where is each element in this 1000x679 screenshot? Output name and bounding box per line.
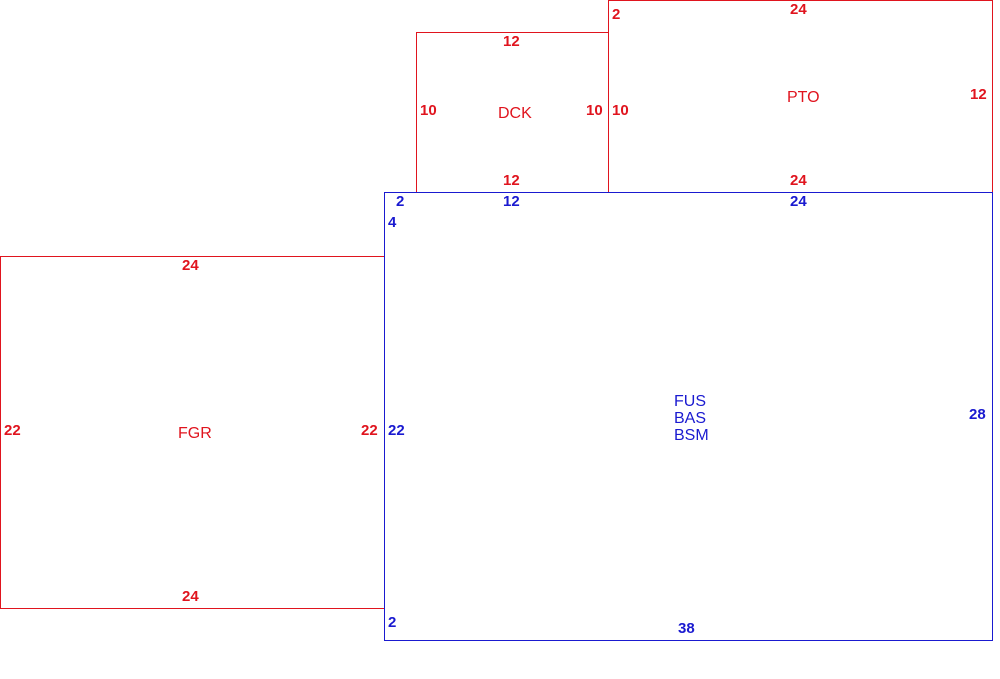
pto-right-dimension: 12 (970, 86, 987, 103)
main-left-middle-dimension: 22 (388, 422, 405, 439)
dck-bottom-dimension: 12 (503, 172, 520, 189)
pto-bottom-dimension: 24 (790, 172, 807, 189)
dck-right-dimension: 10 (586, 102, 603, 119)
main-top-segment-2-dimension: 24 (790, 193, 807, 210)
main-area-outline (384, 192, 993, 641)
fgr-right-dimension: 22 (361, 422, 378, 439)
main-area-code-bas: BAS (674, 410, 707, 427)
pto-area-code: PTO (787, 89, 820, 106)
main-area-code-bsm: BSM (674, 427, 709, 444)
dck-left-dimension: 10 (420, 102, 437, 119)
dck-top-dimension: 12 (503, 33, 520, 50)
pto-top-dimension: 24 (790, 1, 807, 18)
pto-corner-dimension: 2 (612, 6, 621, 23)
main-left-lower-dimension: 2 (388, 614, 397, 631)
main-area-code-fus: FUS (674, 393, 706, 410)
main-area-codes: FUS BAS BSM (674, 393, 709, 444)
main-left-upper-dimension: 4 (388, 214, 397, 231)
fgr-area-code: FGR (178, 425, 212, 442)
main-bottom-dimension: 38 (678, 620, 695, 637)
main-right-dimension: 28 (969, 406, 986, 423)
main-top-corner-dimension: 2 (396, 193, 405, 210)
fgr-left-dimension: 22 (4, 422, 21, 439)
dck-area-code: DCK (498, 105, 532, 122)
main-top-segment-1-dimension: 12 (503, 193, 520, 210)
fgr-bottom-dimension: 24 (182, 588, 199, 605)
pto-left-dimension: 10 (612, 102, 629, 119)
fgr-top-dimension: 24 (182, 257, 199, 274)
